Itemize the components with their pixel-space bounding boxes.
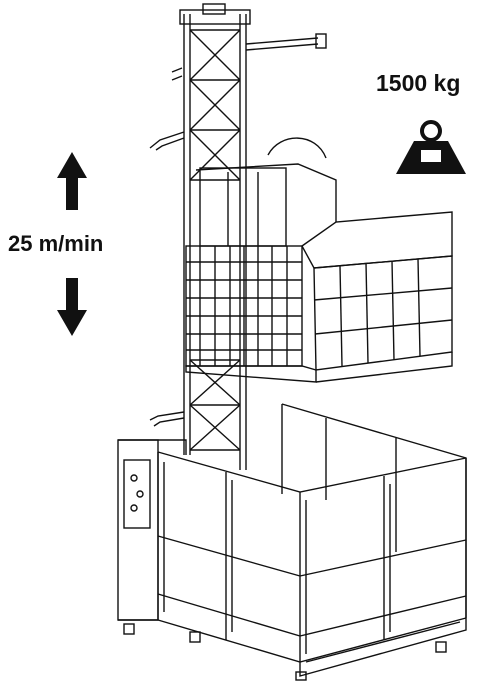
weight-icon — [396, 120, 466, 174]
base-enclosure — [117, 403, 467, 681]
arrow-down-icon — [57, 278, 87, 336]
load-capacity-label: 1500 kg — [376, 70, 461, 96]
arrow-up-icon — [57, 152, 87, 210]
speed-label: 25 m/min — [8, 231, 104, 256]
mast — [149, 3, 327, 470]
cage — [185, 137, 453, 383]
